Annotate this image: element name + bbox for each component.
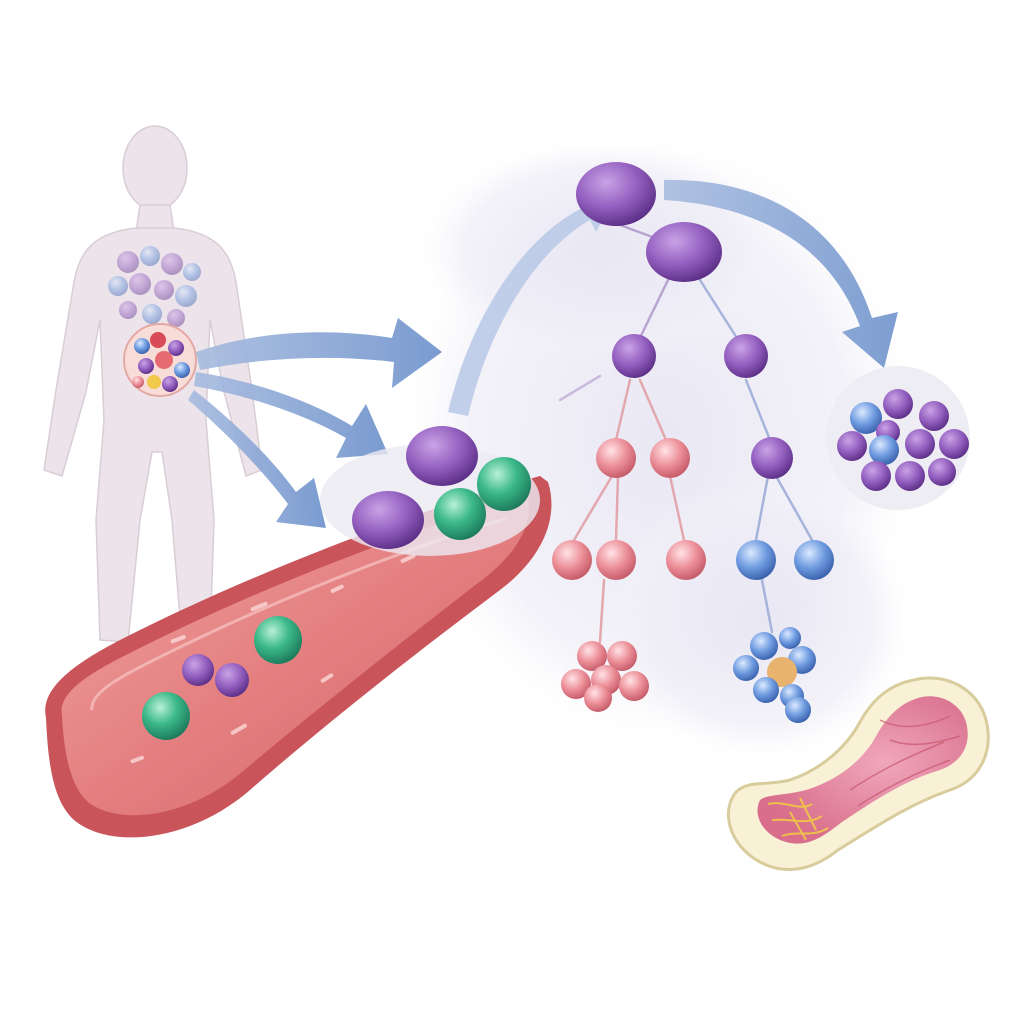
multipotent-progenitor — [646, 222, 722, 282]
myeloid-cell — [596, 438, 636, 478]
stem-cell — [352, 491, 424, 549]
lymphocyte — [794, 540, 834, 580]
stem-cell — [406, 426, 478, 486]
lymphoid-progenitor — [724, 334, 768, 378]
myeloid-cell — [650, 438, 690, 478]
hierarchy-connectors — [558, 220, 814, 644]
arrow-lower — [188, 390, 326, 528]
stem-cell-hierarchy — [552, 162, 834, 580]
arrow-middle — [194, 372, 388, 458]
mature-cell-cluster — [826, 366, 970, 510]
circulating-cell-green — [254, 616, 302, 664]
hematopoietic-stem-cell — [576, 162, 656, 226]
arrow-upper — [196, 318, 442, 388]
myeloid-cell — [666, 540, 706, 580]
myeloid-cell — [552, 540, 592, 580]
bone-marrow-inset — [123, 323, 197, 397]
circulating-cell-green — [477, 457, 531, 511]
vessel-mouth-cells — [320, 426, 540, 556]
lymphoid-precursor — [751, 437, 793, 479]
circulating-cell-purple — [182, 654, 214, 686]
human-silhouette — [43, 125, 263, 643]
lymphoid-cluster — [733, 627, 816, 723]
circulating-cell-purple — [215, 663, 249, 697]
lymphocyte — [736, 540, 776, 580]
migration-arrows — [188, 318, 442, 528]
myeloid-cluster — [561, 641, 649, 712]
torso-cells — [108, 246, 201, 327]
myeloid-progenitor — [612, 334, 656, 378]
circulating-cell-green — [434, 488, 486, 540]
circulating-cell-green — [142, 692, 190, 740]
arrow-to-mature-cluster — [664, 179, 898, 368]
myeloid-cell — [596, 540, 636, 580]
bone-cross-section — [726, 676, 990, 871]
